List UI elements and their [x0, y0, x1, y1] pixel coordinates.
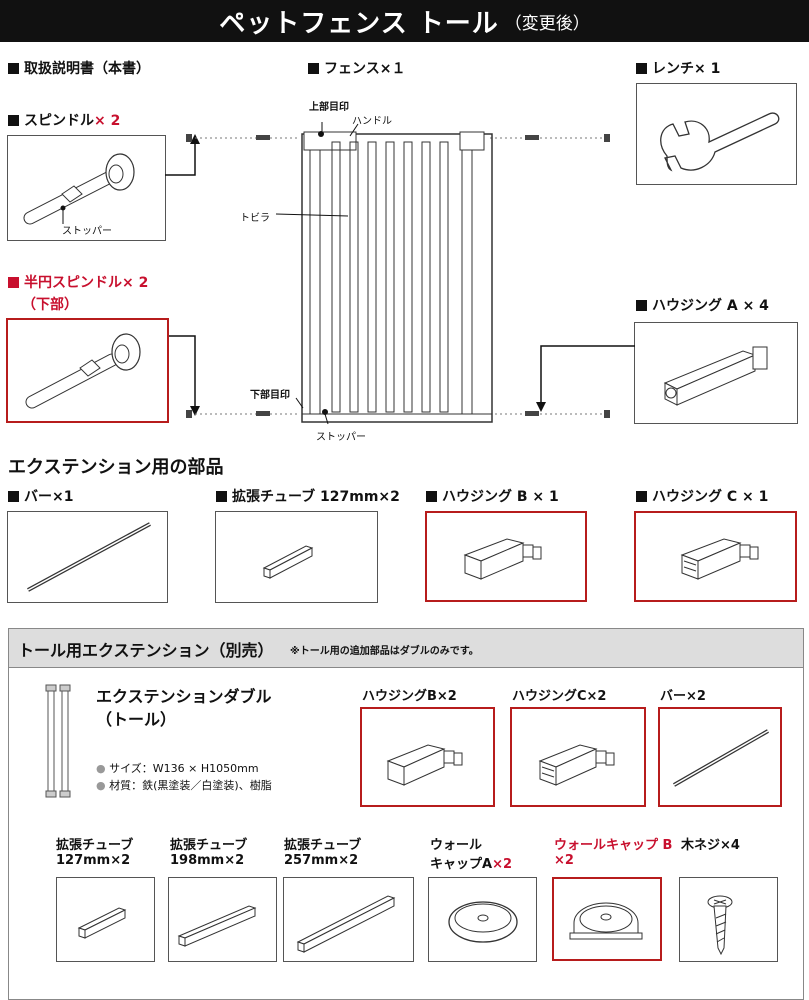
spindle-image — [7, 135, 166, 241]
half-spindle-sub: （下部） — [22, 297, 78, 313]
tube-257-label-1: 拡張チューブ — [284, 838, 362, 853]
tall-housing-c-image — [510, 707, 646, 807]
bottom-mark-callout: 下部目印 — [250, 390, 290, 401]
spec-material: ● 材質：鉄(黒塗装／白塗装)、樹脂 — [96, 777, 272, 793]
manual-label: 取扱説明書（本書） — [8, 58, 150, 78]
spec-size: ● サイズ：W136 × H1050mm — [96, 760, 259, 776]
wall-cap-b-image — [552, 877, 662, 961]
ext-bar-label-text: バー×1 — [24, 489, 74, 505]
housing-a-label-text: ハウジング A × 4 — [652, 298, 769, 314]
bullet-square-icon — [216, 491, 227, 502]
half-spindle-image — [6, 318, 169, 423]
tall-extension-note: ※トール用の追加部品はダブルのみです。 — [290, 646, 479, 657]
tube-257-image — [283, 877, 414, 962]
spindle-connector-lines — [165, 134, 200, 416]
bullet-square-icon — [636, 491, 647, 502]
tube-127-label-2: 127mm×2 — [56, 853, 131, 868]
bullet-dot-icon: ● — [96, 762, 106, 775]
bullet-square-icon — [426, 491, 437, 502]
ext-housing-b-image — [425, 511, 587, 602]
tall-bar-image — [658, 707, 782, 807]
wood-screw-label: 木ネジ×4 — [681, 838, 740, 853]
wall-cap-a-image — [428, 877, 537, 962]
wall-cap-a-qty: ×2 — [492, 857, 513, 872]
tall-housing-b-image — [360, 707, 495, 807]
tall-bar-label: バー×2 — [660, 689, 706, 704]
handle-callout: ハンドル — [352, 116, 392, 127]
wrench-label-text: レンチ× 1 — [652, 61, 721, 77]
manual-label-text: 取扱説明書（本書） — [24, 61, 150, 77]
ext-housing-c-label-text: ハウジング C × 1 — [652, 489, 769, 505]
page-title-sub: （変更後） — [504, 13, 590, 34]
fence-diagram — [186, 122, 610, 425]
ext-housing-b-label-text: ハウジング B × 1 — [442, 489, 559, 505]
housing-a-label: ハウジング A × 4 — [636, 295, 769, 315]
bullet-dot-icon: ● — [96, 779, 106, 792]
wood-screw-image — [679, 877, 778, 962]
half-spindle-label-text: 半円スピンドル× 2 — [24, 275, 149, 291]
extension-double-image — [45, 684, 71, 798]
ext-housing-c-label: ハウジング C × 1 — [636, 486, 768, 506]
bullet-square-icon — [8, 277, 19, 288]
product-name-2: （トール） — [96, 710, 177, 729]
spec-material-text: 材質：鉄(黒塗装／白塗装)、樹脂 — [109, 779, 272, 792]
bullet-square-icon — [8, 115, 19, 126]
housing-a-image — [634, 322, 798, 424]
wall-cap-a-name: キャップA — [430, 857, 493, 872]
wall-cap-a-label-2: キャップA×2 — [430, 853, 512, 872]
ext-housing-b-label: ハウジング B × 1 — [426, 486, 559, 506]
title-bar: ペットフェンス トール （変更後） — [0, 0, 809, 42]
bullet-square-icon — [8, 63, 19, 74]
wrench-label: レンチ× 1 — [636, 58, 720, 78]
tube-127-image — [56, 877, 155, 962]
tall-housing-c-label: ハウジングC×2 — [512, 689, 607, 704]
fence-label-text: フェンス×１ — [324, 61, 406, 77]
ext-bar-label: バー×1 — [8, 486, 73, 506]
ext-tube-label: 拡張チューブ 127mm×2 — [216, 486, 400, 506]
ext-housing-c-image — [634, 511, 797, 602]
bullet-square-icon — [8, 491, 19, 502]
wall-cap-a-label-1: ウォール — [430, 838, 483, 853]
tall-extension-panel-header — [8, 628, 804, 668]
tube-127-label-1: 拡張チューブ — [56, 838, 134, 853]
spindle-label: スピンドル× 2 — [8, 110, 120, 130]
spindle-stopper-callout: ストッパー — [62, 226, 112, 237]
spindle-label-text: スピンドル — [24, 113, 94, 129]
spec-size-text: サイズ：W136 × H1050mm — [109, 762, 259, 775]
wrench-image — [636, 83, 797, 185]
ext-tube-label-text: 拡張チューブ 127mm×2 — [232, 489, 400, 505]
page-title: ペットフェンス トール — [219, 8, 499, 39]
top-mark-callout: 上部目印 — [309, 102, 349, 113]
wall-cap-b-label-1: ウォールキャップ B — [554, 838, 673, 853]
ext-bar-image — [7, 511, 168, 603]
door-callout: トビラ — [240, 213, 270, 224]
spindle-qty: × 2 — [94, 113, 121, 129]
housing-connector-line — [536, 345, 635, 412]
bullet-square-icon — [308, 63, 319, 74]
tube-257-label-2: 257mm×2 — [284, 853, 359, 868]
fence-stopper-callout: ストッパー — [316, 432, 366, 443]
bullet-square-icon — [636, 63, 647, 74]
tube-198-label-2: 198mm×2 — [170, 853, 245, 868]
bullet-square-icon — [636, 300, 647, 311]
wall-cap-b-label-2: ×2 — [554, 853, 574, 868]
extension-heading: エクステンション用の部品 — [8, 457, 224, 478]
tall-housing-b-label: ハウジングB×2 — [362, 689, 457, 704]
fence-label: フェンス×１ — [308, 58, 405, 78]
ext-tube-image — [215, 511, 378, 603]
half-spindle-label: 半円スピンドル× 2 — [8, 272, 148, 292]
product-name-1: エクステンションダブル — [96, 687, 272, 706]
tall-extension-heading: トール用エクステンション（別売） — [18, 641, 274, 660]
tube-198-label-1: 拡張チューブ — [170, 838, 248, 853]
tube-198-image — [168, 877, 277, 962]
